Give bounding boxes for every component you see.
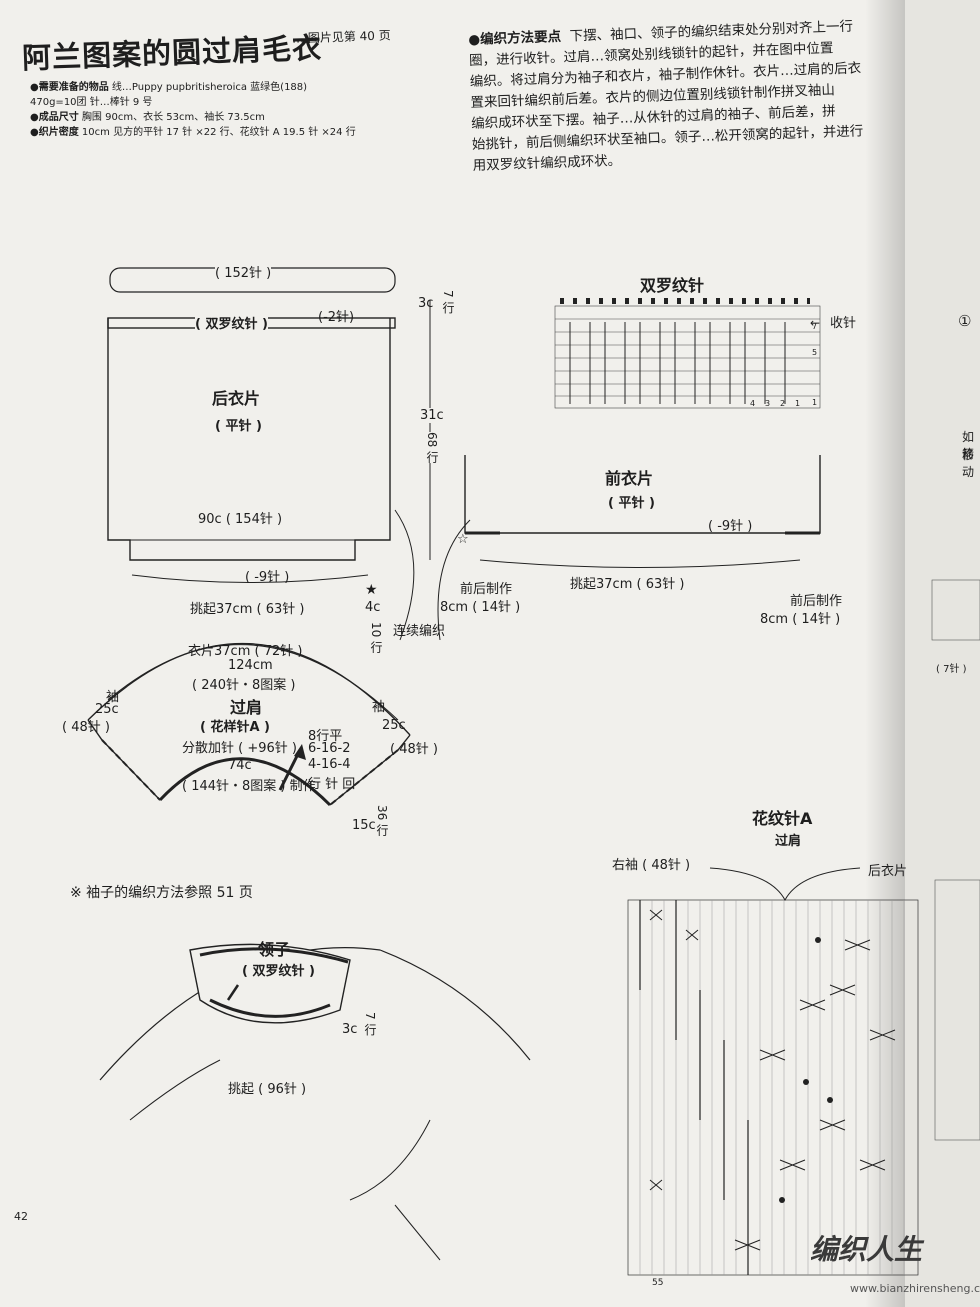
watermark-url: www.bianzhirensheng.com (850, 1282, 980, 1295)
patternA-subtitle: 过肩 (775, 834, 802, 849)
front-stitch: ( 平针 ) (608, 496, 655, 511)
rib-col-label: 1 (795, 399, 801, 408)
front-left-note: 前后制作 (460, 582, 513, 597)
collar-pickup: 挑起 ( 96针 ) (228, 1082, 307, 1097)
back-decrease: (-2针) (318, 310, 355, 325)
continuous-note: 连续编织 (393, 624, 446, 639)
yoke-sleeve-right-count: ( 48针 ) (390, 742, 438, 757)
yoke-sleeve-left-size: 25c (95, 702, 119, 717)
yoke-stitch: ( 花样针A ) (200, 720, 270, 735)
gauge-label: ●织片密度 (30, 127, 79, 138)
yoke-row-note: 4-16-4 (308, 757, 351, 772)
collar-height: 3c (342, 1022, 358, 1037)
back-width: 90c ( 154针 ) (198, 508, 283, 527)
arrow-left-icon: ← (810, 316, 821, 330)
yoke-sleeve-right-size: 25c (382, 718, 406, 733)
next-page-step: ① (958, 312, 972, 330)
yoke-increase: 分散加针 ( +96针 ) (182, 741, 297, 756)
yoke-bottom-size: 74c (228, 758, 252, 773)
next-page-star: ( 7针 ) (936, 664, 967, 675)
rib-col-label: 2 (780, 399, 786, 408)
back-rib-rows: 7 行 (441, 290, 455, 314)
star-outline-icon: ☆ (457, 532, 469, 547)
rib-row-label: 7 (812, 322, 818, 331)
back-body-rows: 68 行 (424, 432, 441, 464)
page-reference: … 图片见第 40 页 (291, 28, 391, 46)
materials-block: ●需要准备的物品 线…Puppy pupbritisheroica 蓝绿色(18… (30, 80, 356, 140)
method-text: ●编织方法要点 下摆、袖口、领子的编织结束处分别对齐上一行 圈，进行收针。过肩…… (468, 15, 913, 177)
front-title: 前衣片 (605, 469, 654, 488)
back-hem-height: 4c (365, 600, 381, 615)
patternA-right-sleeve: 右袖 ( 48针 ) (612, 858, 691, 873)
front-right-size: 8cm ( 14针 ) (760, 612, 841, 627)
rib-col-label: 3 (765, 399, 771, 408)
rib-row-label: 1 (812, 398, 818, 407)
back-hem-decrease: ( -9针 ) (245, 570, 290, 585)
yoke-sleeve-right: 袖 (372, 700, 386, 715)
next-page-text: 移动 (962, 448, 975, 479)
yoke-row-note: 8行平 (308, 729, 343, 744)
materials-row: ●织片密度 10cm 见方的平针 17 针 ×22 行、花纹针 A 19.5 针… (30, 125, 356, 140)
book-page (0, 0, 905, 1307)
size-value: 胸围 90cm、衣长 53cm、袖长 73.5cm (81, 112, 265, 123)
rib-col-label: 4 (750, 399, 756, 408)
next-page-text: 如箭 (962, 430, 975, 461)
back-top-count: ( 152针 ) (215, 262, 272, 281)
materials-yarn: 线…Puppy pupbritisheroica 蓝绿色(188) (111, 82, 308, 93)
materials-row: ●成品尺寸 胸围 90cm、衣长 53cm、袖长 73.5cm (30, 110, 356, 125)
sleeve-note: ※ 袖子的编织方法参照 51 页 (70, 885, 253, 901)
yoke-depth-rows: 36 行 (375, 805, 389, 837)
patternA-title: 花纹针A (752, 809, 813, 828)
yoke-bottom-count: ( 144针・8图案 ) 制作 (182, 779, 316, 794)
method-line: 用双罗纹针编织成环状。 (472, 152, 622, 174)
yoke-body-count: 衣片37cm ( 72针 ) (188, 644, 303, 659)
materials-row: ●需要准备的物品 线…Puppy pupbritisheroica 蓝绿色(18… (30, 80, 356, 95)
materials-needles: 470g=10团 针…棒针 9 号 (30, 97, 153, 108)
materials-row: 470g=10团 针…棒针 9 号 (30, 95, 356, 110)
back-stitch: ( 平针 ) (215, 419, 262, 434)
yoke-sleeve-left: 袖 (106, 690, 120, 705)
rib-bindoff-label: 收针 (830, 316, 857, 331)
yoke-top-count: ( 240针・8图案 ) (192, 678, 296, 693)
patternA-row-number: 55 (652, 1278, 664, 1288)
patternA-back-body: 后衣片 (868, 864, 908, 879)
next-page-edge (905, 0, 980, 1307)
back-pickup: 挑起37cm ( 63针 ) (190, 598, 305, 617)
front-left-size: 8cm ( 14针 ) (440, 600, 521, 615)
gauge-value: 10cm 见方的平针 17 针 ×22 行、花纹针 A 19.5 针 ×24 行 (81, 127, 356, 138)
back-hem-rows: 10 行 (369, 622, 383, 654)
back-rib-height: 3c (418, 296, 434, 311)
collar-title: 领子 (258, 940, 291, 959)
back-body-height: 31c (420, 408, 444, 423)
yoke-row-note: 6-16-2 (308, 741, 351, 756)
page-number: 42 (14, 1210, 28, 1223)
collar-rows: 7 行 (363, 1012, 377, 1036)
front-right-note: 前后制作 (790, 594, 843, 609)
rib-chart-title: 双罗纹针 (640, 276, 705, 295)
front-pickup: 挑起37cm ( 63针 ) (570, 573, 685, 592)
rib-row-label: 5 (812, 348, 818, 357)
yoke-depth: 15c (352, 818, 376, 833)
yoke-row-note: 行 针 回 (308, 777, 356, 792)
materials-label: ●需要准备的物品 (30, 82, 109, 93)
star-icon: ★ (365, 582, 378, 598)
back-rib-label: ( 双罗纹针 ) (195, 313, 268, 332)
method-label: ●编织方法要点 (468, 28, 562, 48)
yoke-sleeve-left-count: ( 48针 ) (62, 720, 110, 735)
watermark-logo: 编织人生 (810, 1233, 923, 1266)
collar-stitch: ( 双罗纹针 ) (242, 964, 315, 979)
back-title: 后衣片 (212, 389, 261, 408)
front-decrease: ( -9针 ) (708, 519, 753, 534)
yoke-title: 过肩 (230, 698, 263, 717)
size-label: ●成品尺寸 (30, 112, 79, 123)
yoke-top-size: 124cm (228, 658, 273, 673)
